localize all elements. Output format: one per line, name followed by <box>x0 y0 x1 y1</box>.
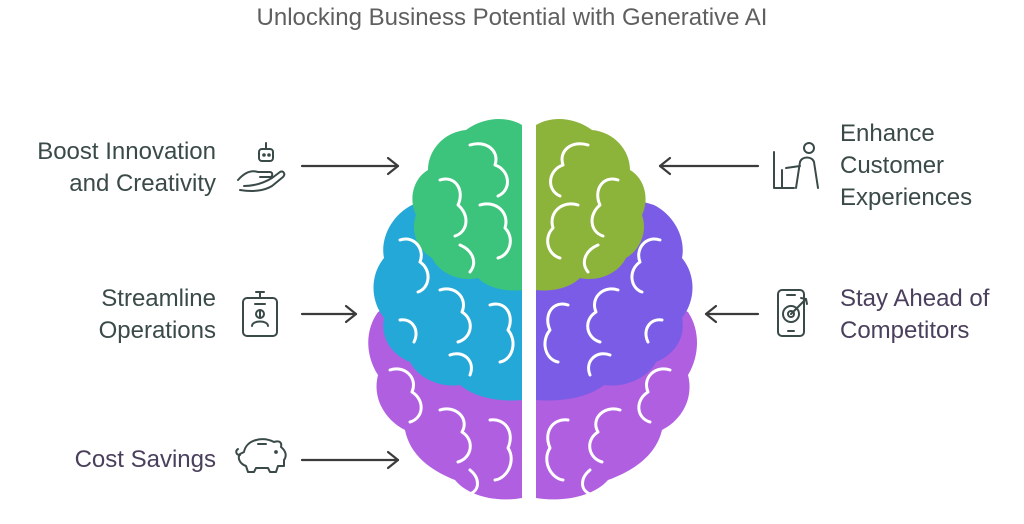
diagram-title: Unlocking Business Potential with Genera… <box>256 4 768 31</box>
customer-service-icon <box>773 142 819 189</box>
robot-hand-icon <box>237 142 286 192</box>
arrow-boost-innovation <box>300 156 400 176</box>
piggy-bank-icon <box>235 438 287 473</box>
id-badge-icon <box>242 291 278 337</box>
arrow-cost-savings <box>300 450 400 470</box>
label-enhance-customer-experiences: Enhance Customer Experiences <box>840 120 973 211</box>
arrow-stay-ahead <box>704 304 760 324</box>
label-cost-savings: Cost Savings <box>74 446 216 473</box>
label-stay-ahead: Stay Ahead of Competitors <box>840 285 990 344</box>
arrow-streamline-operations <box>300 304 358 324</box>
brain-left-hemisphere <box>368 118 522 500</box>
label-streamline-operations: Streamline Operations <box>98 285 216 344</box>
label-boost-innovation: Boost Innovation and Creativity <box>37 138 216 197</box>
brain-right-hemisphere <box>536 118 697 500</box>
arrow-enhance-customer <box>658 156 760 176</box>
mobile-target-icon <box>777 289 808 337</box>
